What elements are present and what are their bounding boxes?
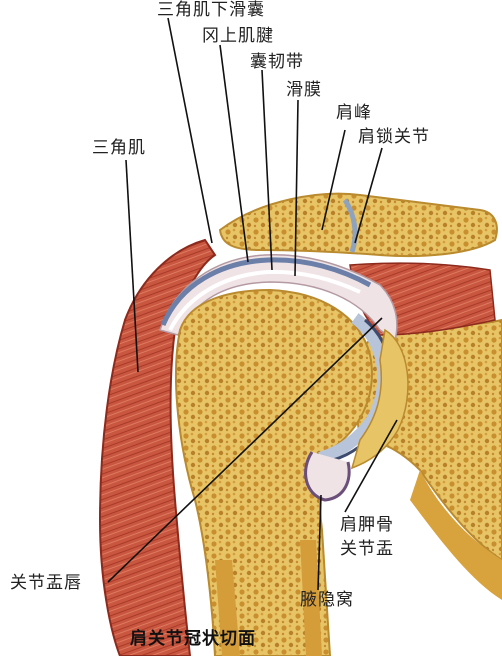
ac-joint-gap	[342, 198, 358, 253]
axillary-recess-shape	[304, 451, 351, 502]
deltoid-muscle-shape	[98, 238, 217, 656]
humerus-cortex	[215, 540, 322, 656]
figure-caption: 肩关节冠状切面	[130, 629, 256, 649]
label-deltoid: 三角肌	[92, 138, 146, 158]
label-deltoid-bursa: 三角肌下滑囊	[157, 0, 265, 20]
bursa-line	[160, 257, 372, 326]
leader-lines	[107, 17, 398, 591]
scapula-cortex-right	[410, 470, 502, 600]
label-labrum: 关节盂唇	[10, 573, 82, 593]
label-supraspinatus-tendon: 冈上肌腱	[202, 26, 274, 46]
label-axillary-recess: 腋隐窝	[300, 590, 354, 610]
glenoid-shape	[350, 328, 409, 470]
tendon-stripe	[168, 269, 361, 331]
label-synovium: 滑膜	[286, 80, 322, 100]
label-glenoid-line1: 肩胛骨	[340, 515, 394, 535]
acromion-shape	[218, 192, 498, 258]
label-capsular-ligament: 囊韧带	[250, 52, 304, 72]
label-ac-joint: 肩锁关节	[358, 127, 430, 147]
label-glenoid-line2: 关节盂	[340, 539, 394, 559]
capsule-layer	[159, 253, 398, 342]
label-acromion: 肩峰	[336, 103, 372, 123]
